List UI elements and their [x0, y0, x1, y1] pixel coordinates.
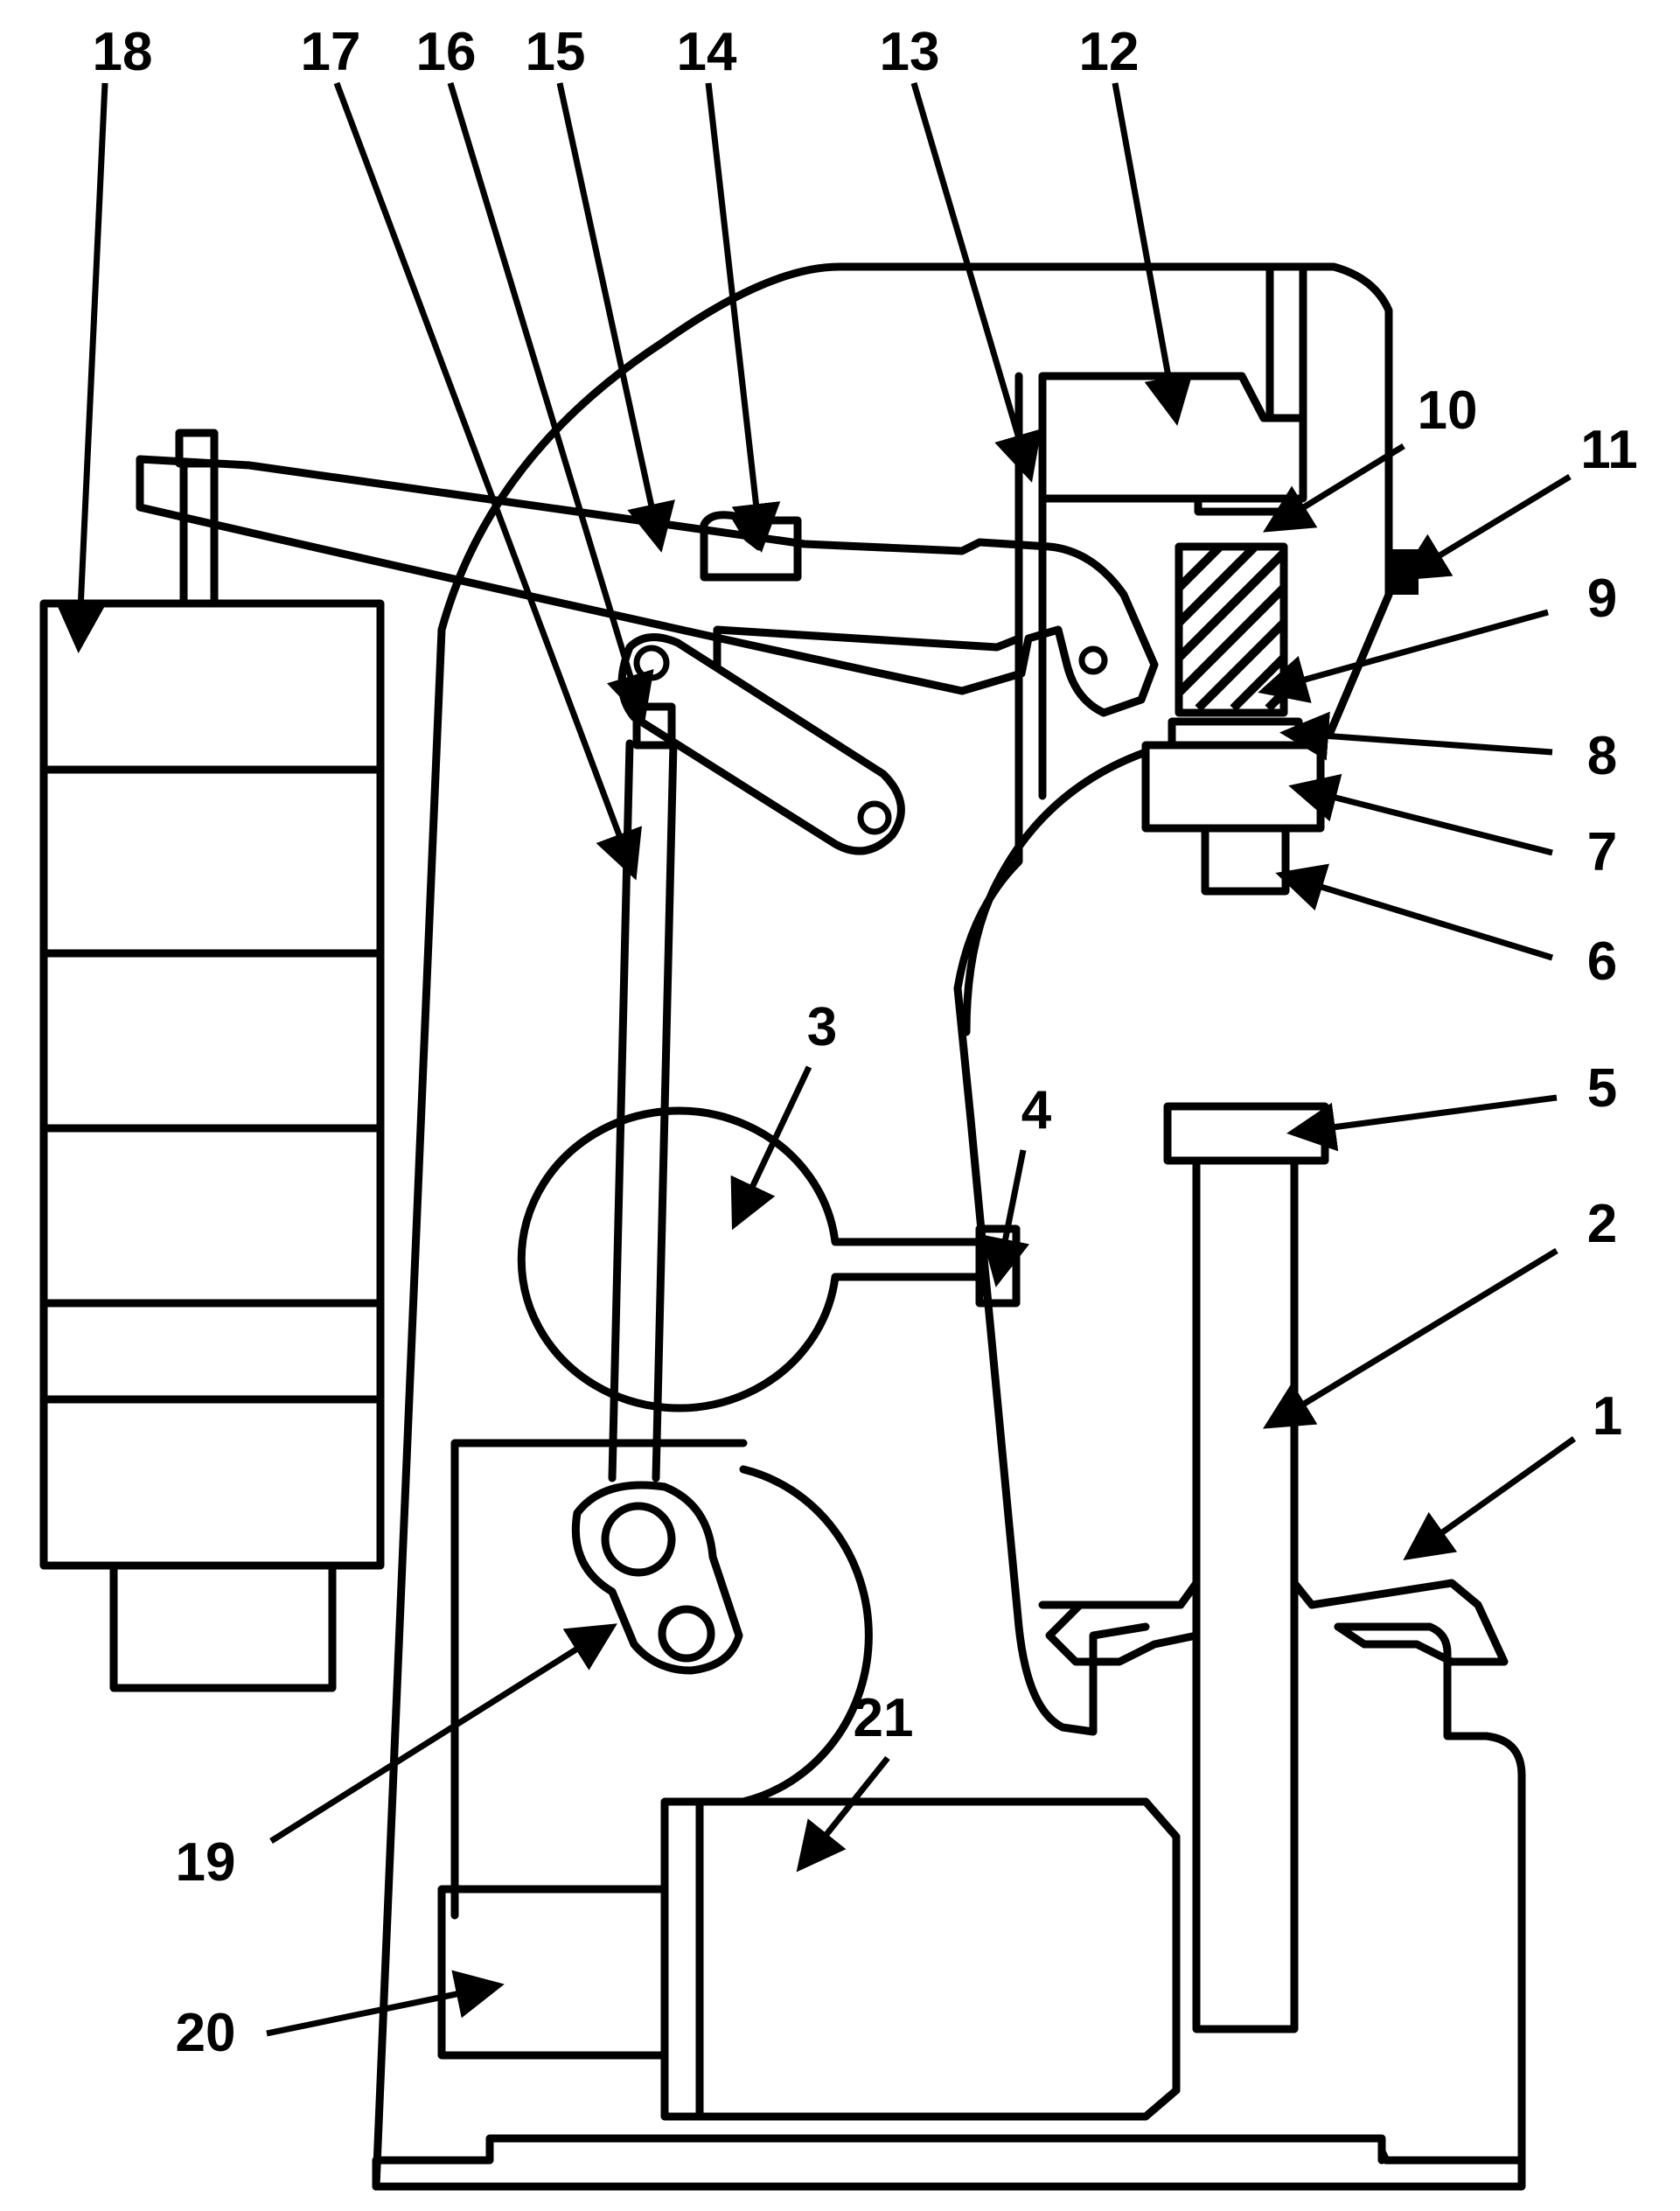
leader-6 [1275, 863, 1554, 961]
leader-16 [447, 81, 654, 723]
upper-right-post [1265, 267, 1307, 422]
crank-19 [571, 1481, 743, 1675]
leader-13 [910, 82, 1042, 483]
link-arm-pivot-bottom [857, 800, 892, 835]
leader-lines [56, 81, 1577, 2037]
drive-wheel [739, 1465, 873, 1806]
support-column-2 [1192, 1156, 1299, 2033]
leader-8 [1279, 711, 1553, 761]
link-arm-pivot-top [633, 645, 670, 681]
leader-10 [1263, 443, 1405, 533]
callout-15: 15 [526, 22, 586, 82]
callout-10: 10 [1418, 380, 1478, 441]
callout-4: 4 [1021, 1080, 1052, 1140]
leader-2 [1263, 1248, 1558, 1429]
leader-19 [269, 1623, 617, 1844]
leader-4 [981, 1149, 1030, 1287]
callout-3: 3 [807, 997, 837, 1057]
callout-8: 8 [1587, 726, 1617, 786]
lower-frame-box [450, 1439, 748, 1920]
callout-14: 14 [677, 22, 737, 82]
central-arm [713, 625, 1150, 1736]
callout-18: 18 [93, 22, 153, 82]
callout-19: 19 [176, 1832, 236, 1893]
moving-contact-6 [1201, 824, 1290, 896]
callout-7: 7 [1587, 822, 1617, 882]
crank-pivot-upper [601, 1502, 676, 1577]
callout-21: 21 [854, 1688, 914, 1748]
rotor-3 [517, 1106, 984, 1412]
gearbox-20 [437, 1885, 669, 2060]
leader-18 [56, 82, 108, 653]
leader-3 [730, 1065, 812, 1231]
leader-11 [1398, 474, 1572, 581]
crank-pivot-lower [658, 1605, 715, 1663]
callout-2: 2 [1587, 1194, 1617, 1254]
callout-12: 12 [1079, 22, 1140, 82]
callout-20: 20 [176, 2003, 236, 2063]
callout-9: 9 [1587, 568, 1617, 629]
lever-end-stud [175, 429, 219, 468]
link-arm-joint [632, 702, 676, 750]
latch-block-14 [700, 511, 802, 582]
frame-right-edge [1334, 1622, 1526, 2165]
leader-9 [1258, 609, 1549, 703]
lever-pivot-hole [1078, 645, 1108, 675]
main-lever-15 [136, 455, 1159, 717]
coil-support-rod [179, 459, 219, 608]
callout-5: 5 [1587, 1058, 1617, 1119]
callout-1: 1 [1593, 1386, 1622, 1447]
callout-17: 17 [301, 22, 361, 82]
callout-labels: 1 2 3 4 5 6 7 8 9 10 11 12 13 14 15 16 1… [93, 22, 1638, 2063]
leader-20 [266, 1970, 505, 2037]
coil-stack-18 [39, 599, 385, 1570]
leader-21 [796, 1755, 890, 1873]
leader-15 [556, 82, 675, 553]
leader-7 [1288, 773, 1553, 856]
leader-12 [1112, 82, 1193, 426]
leader-5 [1286, 1094, 1558, 1152]
leader-17 [333, 81, 642, 881]
base-insulator-1 [1038, 1579, 1509, 1666]
leader-14 [705, 82, 781, 553]
spring-housing [1175, 542, 1288, 717]
contact-block-7 [1141, 741, 1325, 833]
frame-base-step [372, 2134, 1386, 2191]
main-frame [372, 262, 1526, 2191]
motor-21 [660, 1797, 1181, 2121]
callout-11: 11 [1580, 420, 1638, 480]
coil-base [109, 1561, 337, 1692]
callout-13: 13 [880, 22, 940, 82]
callout-16: 16 [416, 22, 477, 82]
leader-1 [1403, 1436, 1577, 1561]
central-arm-outer [962, 748, 1150, 1036]
callout-6: 6 [1587, 931, 1617, 992]
